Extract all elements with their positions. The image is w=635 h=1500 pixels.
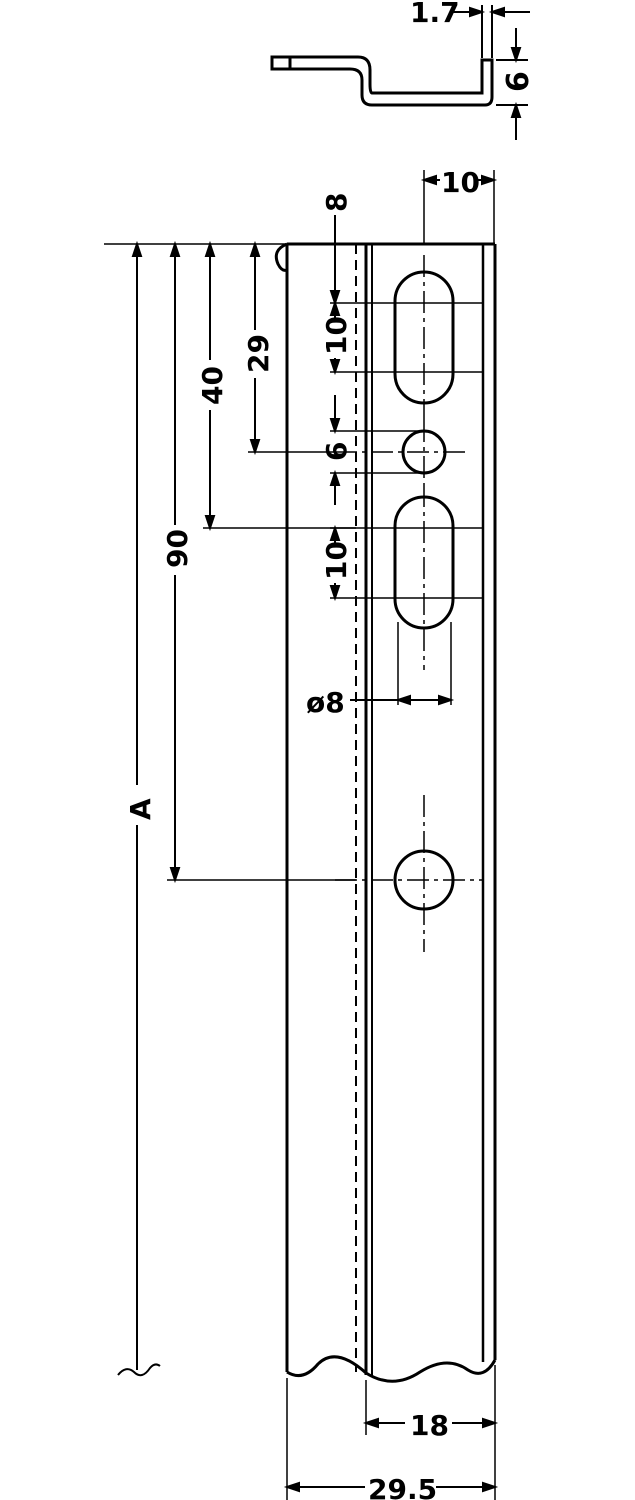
dim-large-hole-dia bbox=[350, 694, 455, 706]
label-overall-length: A bbox=[124, 798, 157, 820]
label-overall-width: 29.5 bbox=[368, 1473, 437, 1500]
label-to-slot2: 40 bbox=[196, 366, 229, 405]
dim-round-hole-dia bbox=[329, 395, 341, 505]
label-slot1-length: 10 bbox=[320, 316, 353, 355]
label-first-slot-offset: 8 bbox=[320, 193, 353, 212]
label-large-hole-dia: ø8 bbox=[306, 686, 345, 719]
dim-inner-width bbox=[362, 1417, 499, 1429]
dim-sheet-thickness bbox=[452, 5, 530, 58]
profile-outline bbox=[270, 55, 494, 107]
label-sheet-thickness: 1.7 bbox=[410, 0, 460, 29]
dim-first-slot-offset bbox=[329, 215, 341, 307]
dim-overall-width bbox=[283, 1481, 499, 1493]
label-inner-width: 18 bbox=[410, 1409, 449, 1442]
dim-slot2-length bbox=[329, 524, 341, 602]
center-lines bbox=[335, 255, 482, 952]
dim-hole-offset-top bbox=[420, 174, 498, 186]
dim-to-large-hole bbox=[169, 240, 181, 884]
label-slot2-length: 10 bbox=[320, 541, 353, 580]
reference-lines bbox=[104, 243, 356, 881]
label-to-round-hole: 29 bbox=[242, 334, 275, 373]
profile-section bbox=[270, 55, 494, 107]
dim-flange-height bbox=[496, 28, 528, 140]
label-to-large-hole: 90 bbox=[161, 529, 194, 568]
dim-to-slot2 bbox=[204, 240, 216, 532]
label-hole-offset-top: 10 bbox=[441, 166, 480, 199]
dim-slot1-length bbox=[329, 299, 341, 376]
dim-to-round-hole bbox=[249, 240, 261, 456]
bottom-extension-lines bbox=[286, 1365, 496, 1500]
label-round-hole-dia: 6 bbox=[320, 442, 353, 461]
rail-body bbox=[274, 242, 497, 1383]
dim-overall-length bbox=[117, 240, 161, 1377]
label-flange-height: 6 bbox=[501, 71, 536, 92]
